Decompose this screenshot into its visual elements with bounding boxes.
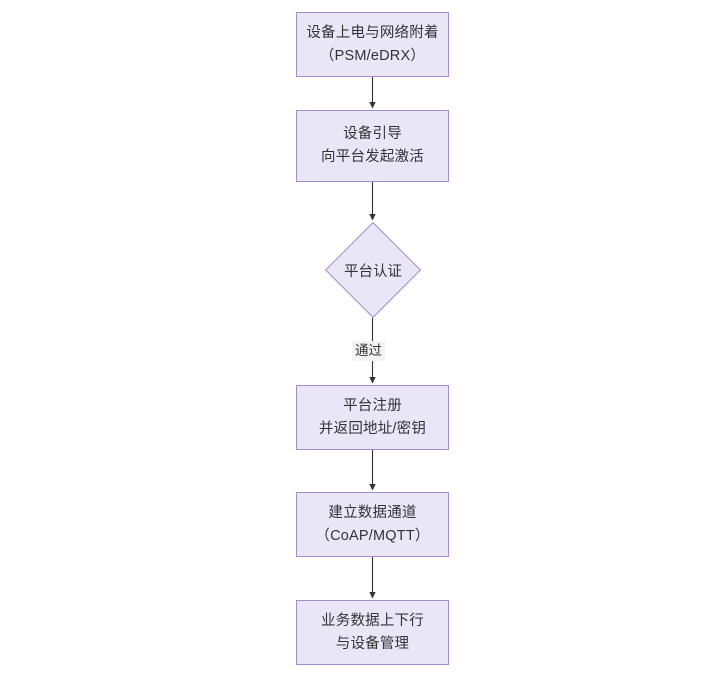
node-device-power-on[interactable]: 设备上电与网络附着 （PSM/eDRX） (296, 12, 449, 77)
node-platform-registration[interactable]: 平台注册 并返回地址/密钥 (296, 385, 449, 450)
node-data-channel[interactable]: 建立数据通道 （CoAP/MQTT） (296, 492, 449, 557)
node-line: （CoAP/MQTT） (315, 527, 430, 544)
edge-label-pass: 通过 (352, 341, 385, 361)
node-line: 设备上电与网络附着 (306, 24, 439, 41)
node-platform-authentication[interactable]: 平台认证 (324, 221, 422, 319)
node-line: （PSM/eDRX） (319, 47, 426, 64)
node-line: 设备引导 (343, 126, 402, 142)
node-line: 并返回地址/密钥 (318, 420, 427, 437)
node-device-bootstrap[interactable]: 设备引导 向平台发起激活 (296, 110, 449, 182)
node-line: 业务数据上下行 (321, 612, 424, 629)
node-business-data[interactable]: 业务数据上下行 与设备管理 (296, 600, 449, 665)
node-line: 平台认证 (344, 263, 402, 280)
node-line: 建立数据通道 (328, 504, 417, 521)
node-line: 向平台发起激活 (321, 149, 424, 165)
node-line: 平台注册 (343, 397, 402, 414)
node-line: 与设备管理 (335, 635, 410, 652)
